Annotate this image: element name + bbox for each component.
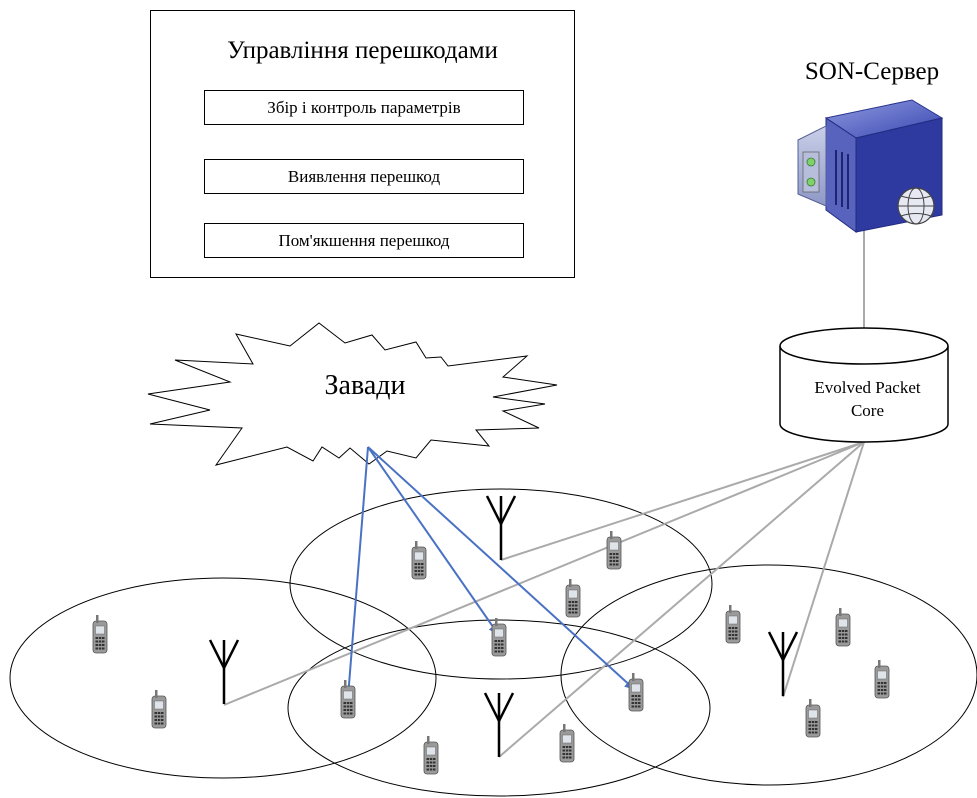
phone-icon	[411, 540, 427, 580]
phone-icon	[835, 607, 851, 647]
phone-icon	[628, 672, 644, 712]
interference-cloud-icon	[147, 322, 558, 466]
son-server-label: SON-Сервер	[804, 58, 940, 85]
backhaul-link-bottom	[498, 441, 865, 758]
phone-icon	[874, 659, 890, 699]
phone-icon	[565, 578, 581, 618]
interference-label: Завади	[324, 370, 406, 401]
cell-right	[560, 564, 977, 786]
phone-icon	[606, 530, 622, 570]
interference-arrow-right	[367, 446, 635, 690]
interference-management-panel: Управління перешкодами Збір і контроль п…	[150, 10, 575, 278]
cell-left	[9, 577, 437, 779]
packet-core-label-line2: Core	[850, 401, 885, 420]
antenna-icon	[208, 638, 240, 706]
backhaul-links	[223, 441, 865, 758]
phone-icon	[725, 604, 741, 644]
panel-item-interference-detection: Виявлення перешкод	[204, 159, 524, 194]
server-icon	[797, 99, 944, 233]
phone-icon	[423, 735, 439, 775]
backhaul-link-left	[223, 441, 865, 706]
panel-item-parameter-collection: Збір і контроль параметрів	[204, 90, 524, 125]
panel-title: Управління перешкодами	[227, 37, 498, 64]
phone-icon	[559, 723, 575, 763]
packet-core-label-line1: Evolved Packet	[814, 378, 921, 397]
phone-icon	[92, 614, 108, 654]
phone-icon	[491, 617, 507, 657]
backhaul-link-right	[782, 441, 865, 698]
phone-icon	[805, 698, 821, 738]
cell-top	[289, 488, 713, 680]
interference-arrow-center	[367, 446, 499, 635]
panel-item-interference-mitigation: Пом'якшення перешкод	[204, 223, 524, 258]
cell-bottom	[287, 619, 711, 797]
interference-arrows	[343, 446, 635, 698]
interference-arrow-left	[343, 446, 369, 698]
phone-icon	[340, 679, 356, 719]
backhaul-link-top	[500, 441, 865, 561]
phone-icon	[151, 689, 167, 729]
packet-core-cylinder-icon	[779, 327, 949, 443]
antenna-icon	[485, 494, 517, 562]
packet-core-label: Evolved Packet Core	[780, 376, 955, 422]
